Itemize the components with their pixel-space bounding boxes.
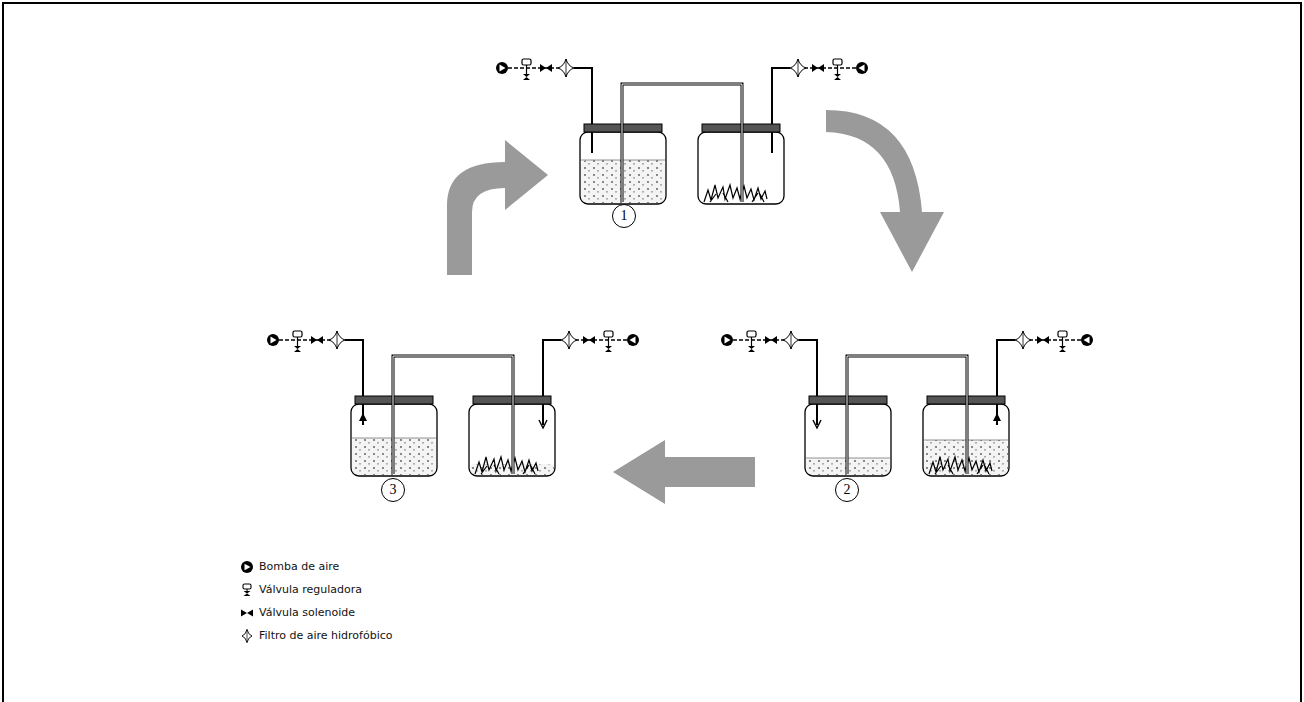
legend-row: Bomba de aire — [240, 555, 393, 578]
legend-symbol — [240, 583, 254, 597]
legend-row: Válvula solenoide — [240, 601, 393, 624]
callout-number: 1 — [621, 209, 628, 223]
stage-number-circle: 2 — [835, 478, 859, 502]
legend-text: Válvula reguladora — [259, 583, 362, 596]
legend-symbol — [240, 560, 254, 574]
callout-number: 3 — [390, 483, 397, 497]
legend-row: Filtro de aire hidrofóbico — [240, 624, 393, 647]
stage-number-circle: 1 — [612, 204, 636, 228]
legend-text: Válvula solenoide — [259, 606, 355, 619]
legend-text: Filtro de aire hidrofóbico — [259, 629, 393, 642]
bioreactor-stage — [496, 59, 868, 204]
callout-number: 2 — [844, 483, 851, 497]
flow-arrow — [613, 440, 755, 504]
bioreactor-stage — [721, 331, 1093, 476]
flow-arrow — [447, 140, 548, 275]
legend-row: Válvula reguladora — [240, 578, 393, 601]
bioreactor-stage — [267, 331, 639, 476]
frame-border — [3, 3, 1301, 702]
legend: Bomba de aireVálvula reguladoraVálvula s… — [240, 555, 393, 647]
flow-arrow — [826, 110, 944, 272]
legend-symbol — [240, 629, 254, 643]
stage-number-circle: 3 — [381, 478, 405, 502]
legend-symbol — [240, 606, 254, 620]
legend-text: Bomba de aire — [259, 560, 339, 573]
